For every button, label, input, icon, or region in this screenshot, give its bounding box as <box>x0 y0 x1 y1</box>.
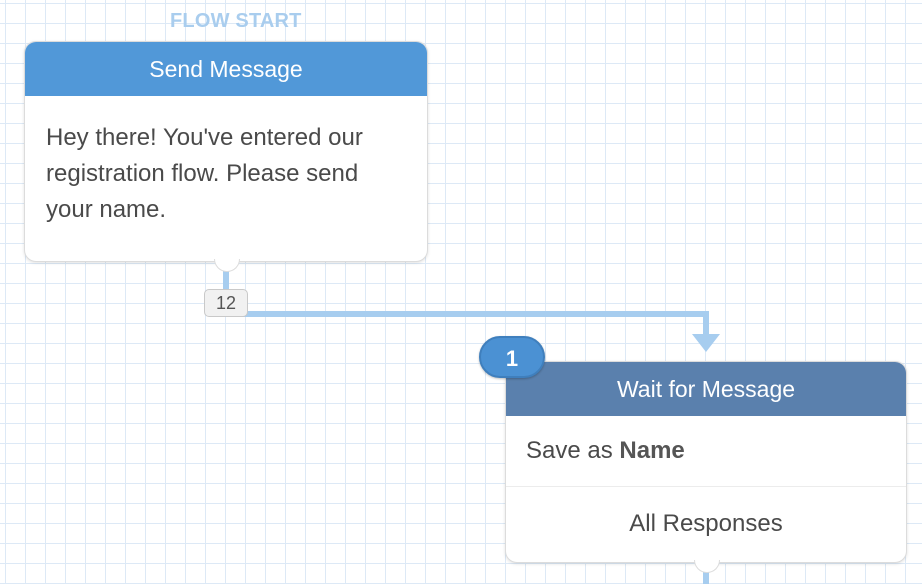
save-as-label: Save as <box>526 437 613 464</box>
send-message-text: Hey there! You've entered our registrati… <box>46 124 363 223</box>
save-as-row[interactable]: Save as Name <box>506 416 906 487</box>
wait-for-message-header[interactable]: Wait for Message <box>506 362 906 416</box>
wait-for-message-node[interactable]: Wait for Message Save as Name All Respon… <box>505 361 907 563</box>
save-variable-name: Name <box>619 437 685 464</box>
arrow-head-icon <box>692 334 720 352</box>
all-responses-category[interactable]: All Responses <box>629 510 783 537</box>
connection-count-badge: 12 <box>204 289 248 317</box>
send-message-header[interactable]: Send Message <box>25 42 427 96</box>
send-message-node[interactable]: Send Message Hey there! You've entered o… <box>24 41 428 262</box>
step-number-badge: 1 <box>479 336 545 378</box>
flow-start-label: FLOW START <box>170 10 302 32</box>
